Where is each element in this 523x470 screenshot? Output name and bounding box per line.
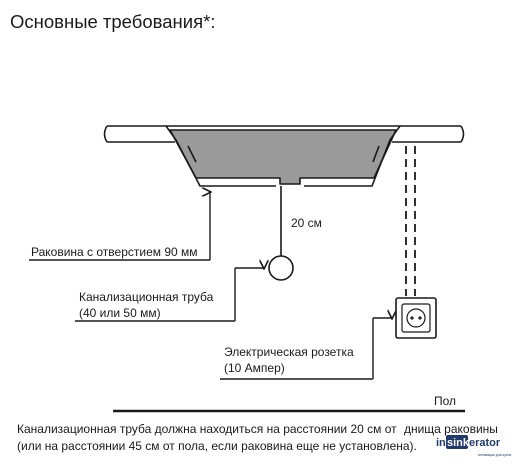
svg-text:erator: erator (469, 437, 501, 449)
note-line1-a: Канализационная труба должна находиться … (17, 422, 397, 436)
power-outlet-icon (395, 297, 437, 339)
callout-outlet (220, 318, 392, 380)
page-title: Основные требования*: (10, 11, 215, 32)
outlet-label-line1: Электрическая розетка (224, 345, 354, 359)
drain-pipe-icon (268, 186, 294, 281)
note-line1-b: днища раковины (404, 422, 498, 436)
sink-hole-label: Раковина с отверстием 90 мм (31, 245, 198, 259)
floor-label: Пол (434, 394, 456, 408)
insinkerator-logo: in sink erator инновации для кухни (436, 435, 511, 457)
drain-pipe-label-line2: (40 или 50 мм) (79, 306, 161, 320)
svg-text:in: in (436, 437, 446, 449)
callout-sink-hole (29, 192, 210, 261)
svg-text:инновации для кухни: инновации для кухни (478, 453, 511, 457)
svg-text:sink: sink (447, 437, 470, 449)
drain-pipe-label-line1: Канализационная труба (79, 290, 214, 304)
sink-bowl (165, 125, 401, 187)
power-cable (405, 146, 416, 296)
drain-hole (187, 145, 380, 163)
note-line1: Канализационная труба должна находиться … (17, 422, 498, 436)
outlet-label-line2: (10 Ампер) (224, 361, 285, 375)
note-line2: (или на расстоянии 45 см от пола, если р… (17, 439, 417, 453)
distance-label: 20 см (291, 216, 322, 230)
callout-drain-pipe (75, 268, 264, 322)
